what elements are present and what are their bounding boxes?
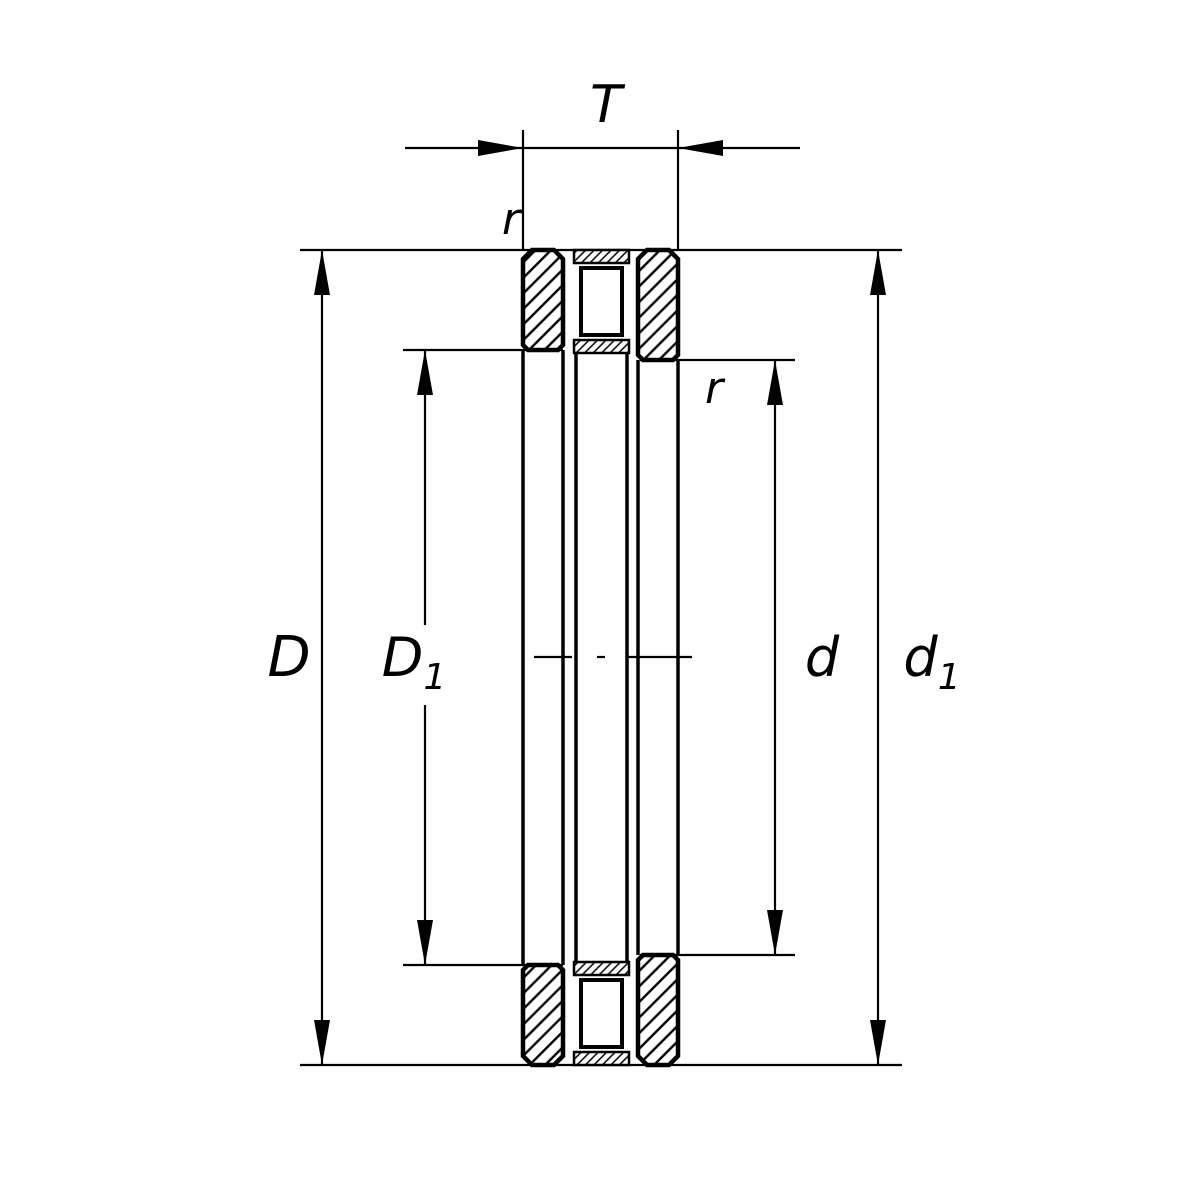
dim-label-D1-base: D: [382, 626, 424, 689]
dim-label-D: D: [267, 625, 310, 690]
arrowhead-d-bottom: [767, 910, 783, 955]
dim-label-r-top: r: [502, 194, 523, 245]
bearing-section: [520, 247, 692, 1068]
arrowhead-T-left: [478, 140, 523, 156]
cage-strip-bottom-outer: [572, 1050, 631, 1067]
arrowhead-T-right: [678, 140, 723, 156]
arrowhead-d-top: [767, 360, 783, 405]
cage-strip-top-outer: [572, 248, 631, 265]
right-washer-top-section: [635, 247, 681, 363]
dim-label-T: T: [590, 75, 626, 135]
dim-label-D1: D1: [382, 626, 447, 698]
arrowhead-d1-bottom: [870, 1020, 886, 1065]
dim-label-d1-subscript: 1: [938, 657, 961, 698]
dim-label-d1: d1: [903, 626, 960, 698]
cage-strip-bottom-inner: [572, 960, 631, 977]
arrowhead-D1-top: [417, 350, 433, 395]
left-washer-bottom-section: [520, 962, 566, 1068]
dimension-labels: T r r D D1 d d1: [267, 75, 960, 698]
dim-label-r-right: r: [705, 363, 726, 414]
roller-bottom: [579, 978, 624, 1049]
roller-top: [579, 266, 624, 337]
arrowhead-D1-bottom: [417, 920, 433, 965]
dimension-lines: [314, 140, 886, 1065]
dim-label-d: d: [805, 626, 840, 689]
arrowhead-D-top: [314, 250, 330, 295]
left-washer-top-section: [520, 247, 566, 353]
dim-label-d1-base: d: [903, 626, 938, 689]
right-washer-bottom-section: [635, 952, 681, 1068]
cage-strip-top-inner: [572, 338, 631, 355]
dim-label-D1-subscript: 1: [423, 657, 446, 698]
arrowhead-D-bottom: [314, 1020, 330, 1065]
arrowhead-d1-top: [870, 250, 886, 295]
